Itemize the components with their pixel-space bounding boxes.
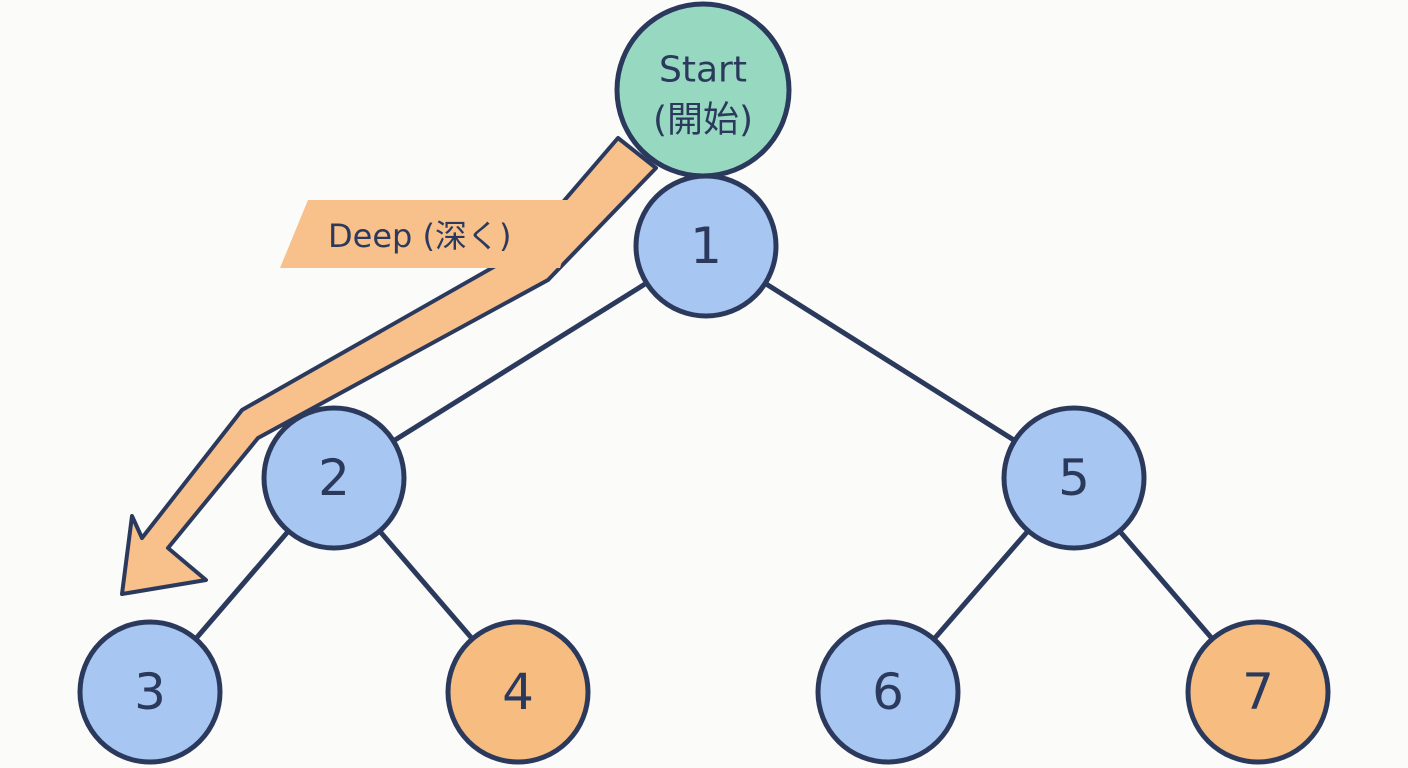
deep-label-tag: Deep (深く) [280,200,580,268]
tree-node-1-label: 1 [690,217,722,275]
tree-edges [193,280,1215,642]
tree-node-5: 5 [1001,405,1147,551]
tree-node-4: 4 [445,619,591,765]
edge-2-3 [193,528,291,642]
edge-1-2 [390,280,650,444]
tree-node-1: 1 [633,173,779,319]
tree-node-7: 7 [1185,619,1331,765]
tree-node-2: 2 [261,405,407,551]
tree-node-6: 6 [815,619,961,765]
edge-5-7 [1117,528,1215,642]
start-label-line1: Start [659,50,747,91]
tree-node-3: 3 [77,619,223,765]
tree-node-5-label: 5 [1058,449,1090,507]
tree-nodes: 1 2 3 4 5 6 7 [77,173,1331,765]
tree-node-7-label: 7 [1242,663,1274,721]
deep-label-background [280,200,580,268]
tree-node-1-circle [633,173,779,319]
edge-2-4 [377,528,475,642]
tree-node-7-circle [1185,619,1331,765]
tree-node-2-label: 2 [318,449,350,507]
tree-node-2-circle [261,405,407,551]
tree-node-6-circle [815,619,961,765]
start-node: Start (開始) [614,1,792,179]
tree-node-4-label: 4 [502,663,534,721]
edge-1-5 [762,280,1018,444]
tree-node-5-circle [1001,405,1147,551]
tree-node-3-circle [77,619,223,765]
tree-node-3-label: 3 [134,663,166,721]
tree-node-4-circle [445,619,591,765]
edge-5-6 [931,528,1031,642]
deep-label-text: Deep (深く) [328,217,511,255]
tree-node-6-label: 6 [872,663,904,721]
start-label-line2: (開始) [653,100,753,141]
